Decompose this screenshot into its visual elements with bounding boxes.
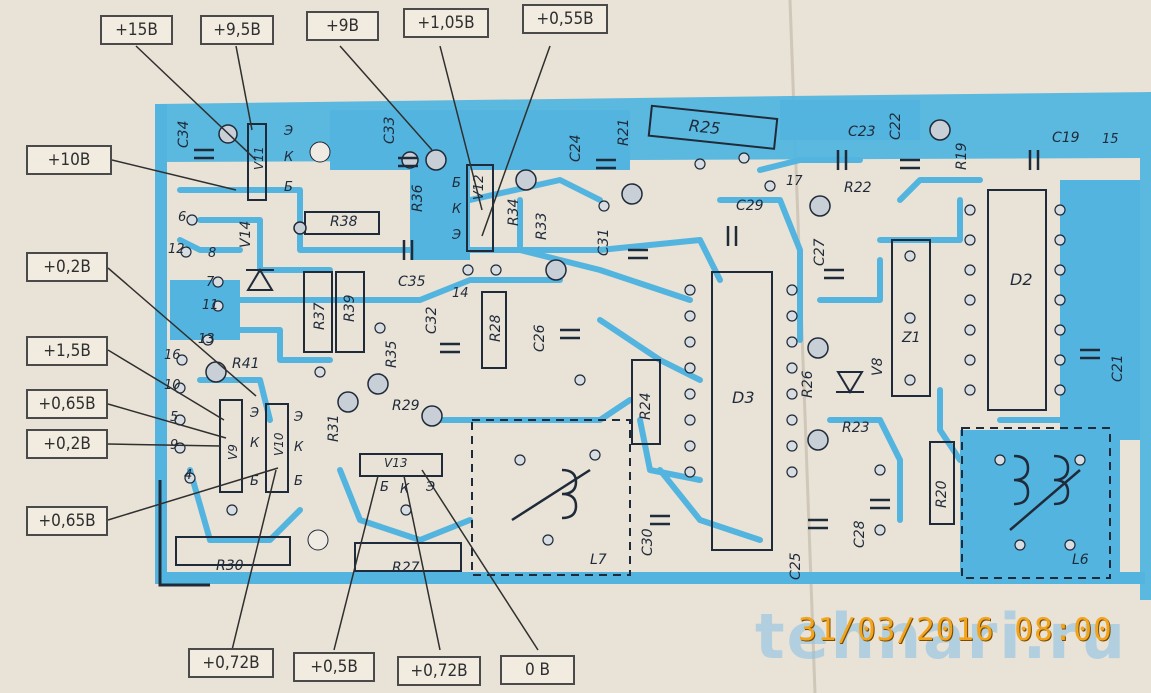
label-l6: L6 (1072, 552, 1089, 568)
voltage-label-1-5v: +1,5В (26, 336, 108, 366)
voltage-label-0-55v: +0,55В (522, 4, 608, 34)
label-r22: R22 (844, 180, 872, 196)
watermark: tehnari.ru (755, 600, 1127, 673)
pin-11: 11 (202, 298, 219, 313)
lead-k-v12: К (452, 202, 462, 217)
label-c23: C23 (848, 124, 876, 140)
label-v13: V13 (384, 456, 408, 470)
voltage-label-0-72v-b: +0,72В (397, 656, 481, 686)
label-r24: R24 (638, 392, 654, 420)
label-c32: C32 (424, 306, 440, 334)
label-d3: D3 (732, 388, 755, 407)
label-r31: R31 (326, 414, 342, 442)
voltage-label-1-05v: +1,05В (403, 8, 489, 38)
label-c27: C27 (812, 238, 828, 266)
lead-b-v10: Б (294, 474, 303, 489)
voltage-label-0-5v: +0,5В (293, 652, 375, 682)
voltage-label-15v: +15В (100, 15, 173, 45)
voltage-label-0-65v-b: +0,65В (26, 506, 108, 536)
label-r25: R25 (688, 116, 722, 139)
lead-e-v10: Э (294, 410, 304, 425)
label-c21: C21 (1110, 354, 1126, 382)
lead-b-v11: Б (284, 180, 293, 195)
pin-5: 5 (170, 410, 179, 425)
lead-e-v11: Э (284, 124, 294, 139)
voltage-label-0-2v-b: +0,2В (26, 429, 108, 459)
pin-4: 4 (184, 468, 193, 483)
pin-9: 9 (170, 438, 179, 453)
label-v8: V8 (870, 357, 886, 376)
label-r30: R30 (216, 558, 244, 574)
pin-13: 13 (198, 332, 215, 347)
label-r33: R33 (534, 212, 550, 240)
label-c28: C28 (852, 520, 868, 548)
label-r27: R27 (392, 560, 420, 576)
voltage-label-0v: 0 В (500, 655, 575, 685)
copper-traces (155, 92, 1151, 600)
label-c22: C22 (888, 112, 904, 140)
pin-10: 10 (164, 378, 181, 393)
label-r41: R41 (232, 356, 260, 372)
label-z1: Z1 (902, 330, 921, 346)
label-r34: R34 (506, 198, 522, 226)
lead-b-v13: Б (380, 480, 389, 495)
voltage-label-0-72v-a: +0,72В (188, 648, 274, 678)
label-c29: C29 (736, 198, 764, 214)
label-c34: C34 (176, 120, 192, 148)
label-r20: R20 (934, 480, 950, 508)
label-v9: V9 (226, 444, 240, 460)
pin-17: 17 (786, 174, 803, 189)
label-c19: C19 (1052, 130, 1080, 146)
lead-k-v10: К (294, 440, 304, 455)
label-r26: R26 (800, 370, 816, 398)
lead-b-v9: Б (250, 474, 259, 489)
label-d2: D2 (1010, 270, 1033, 289)
label-c26: C26 (532, 324, 548, 352)
label-v10: V10 (272, 432, 286, 456)
lead-e-v13: Э (426, 480, 436, 495)
label-r29: R29 (392, 398, 420, 414)
label-c25: C25 (788, 552, 804, 580)
pin-15: 15 (1102, 132, 1119, 147)
label-v14: V14 (238, 220, 254, 248)
voltage-label-0-65v-a: +0,65В (26, 389, 108, 419)
lead-k-v9: К (250, 436, 260, 451)
label-r38: R38 (330, 214, 358, 230)
voltage-label-9v: +9В (306, 11, 379, 41)
pin-14: 14 (452, 286, 469, 301)
pin-7: 7 (206, 275, 215, 290)
label-c24: C24 (568, 134, 584, 162)
pin-6: 6 (178, 210, 187, 225)
lead-b-v12: Б (452, 176, 461, 191)
label-c31: C31 (596, 228, 612, 256)
date-stamp: 31/03/2016 08:00 (798, 612, 1113, 648)
label-r19: R19 (954, 142, 970, 170)
lead-e-v12: Э (452, 228, 462, 243)
voltage-label-9-5v: +9,5В (200, 15, 274, 45)
pin-12: 12 (168, 242, 185, 257)
label-c33: C33 (382, 116, 398, 144)
voltage-label-10v: +10В (26, 145, 112, 175)
label-r28: R28 (488, 314, 504, 342)
label-c35: C35 (398, 274, 426, 290)
label-c30: C30 (640, 528, 656, 556)
label-r39: R39 (342, 294, 358, 322)
lead-e-v9: Э (250, 406, 260, 421)
label-v12: V12 (472, 174, 487, 200)
lead-k-v11: К (284, 150, 294, 165)
pin-16: 16 (164, 348, 181, 363)
label-l7: L7 (590, 552, 607, 568)
label-r21: R21 (616, 118, 632, 146)
lead-k-v13: К (400, 482, 410, 497)
label-r35: R35 (384, 340, 400, 368)
voltage-label-0-2v-a: +0,2В (26, 252, 108, 282)
label-r37: R37 (312, 302, 328, 330)
label-v11: V11 (252, 146, 266, 170)
label-r36: R36 (410, 184, 426, 212)
pin-8: 8 (208, 246, 217, 261)
label-r23: R23 (842, 420, 870, 436)
